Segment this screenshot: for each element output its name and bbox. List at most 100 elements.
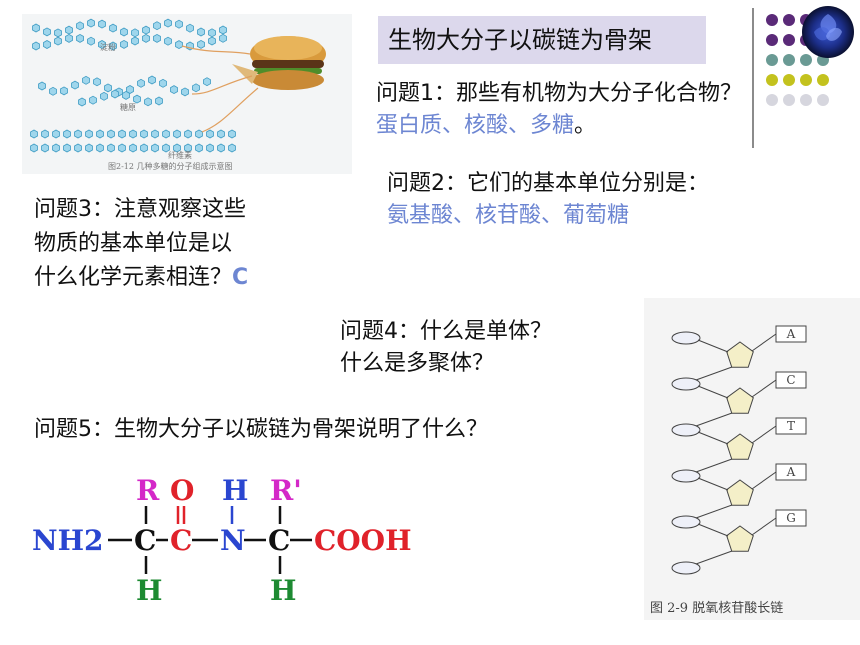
dipeptide-formula: R O H R' NH2 C C N C COOH H H [32,474,412,607]
backbone-bond [697,477,729,491]
phosphate-group [671,423,701,437]
sugar-ring [30,143,38,153]
sugar-ring [120,39,128,49]
sugar-ring [98,40,106,49]
decor-dot [766,74,778,86]
sugar-ring [93,77,101,87]
sugar-ring [85,143,93,153]
sugar-ring [228,143,236,153]
sugar-ring [184,143,192,153]
answer-1: 蛋白质、核酸、多糖 [376,113,575,138]
base-letter: A [786,465,796,479]
backbone-bond [695,504,733,519]
sugar-ring [85,129,93,139]
question-3-line-3-row: 什么化学元素相连？C [34,262,248,293]
backbone-bond [697,431,729,445]
sugar-ring [181,87,189,97]
backbone-bond [697,523,729,537]
decor-dot [783,94,795,106]
base-letter: C [786,373,795,387]
sugar-ring [32,41,40,51]
polysaccharide-figure: 淀粉 糖原 纤维素 图2-12 几种多糖的分子组成示意图 [22,14,352,174]
sugar-ring [60,86,68,96]
sugar-ring [162,143,170,153]
sugar-ring [173,129,181,139]
base-letter: T [787,419,795,433]
sugar-ring [82,75,90,85]
label-starch: 淀粉 [100,42,116,52]
sugar-ring [65,25,73,35]
glycosidic-bond [751,379,777,398]
glycosidic-bond [751,425,777,444]
sugar-ring [144,97,152,107]
r-prime-group: R' [270,474,302,507]
alpha-hydrogen-1: H [136,574,162,607]
sugar-ring [104,83,112,93]
polysaccharide-caption: 图2-12 几种多糖的分子组成示意图 [108,161,233,171]
sugar-ring [118,143,126,153]
alpha-carbon-2: C [268,524,290,557]
decor-dot [766,34,778,46]
answer-2: 氨基酸、核苷酸、葡萄糖 [387,203,630,228]
sugar-ring [122,90,130,100]
sugar-ring [43,27,51,37]
decor-dot [766,14,778,26]
deoxyribose-sugar [726,341,754,368]
sugar-ring [100,91,108,101]
nitrogenous-base [775,463,807,481]
base-letter: G [786,511,796,525]
alpha-hydrogen-2: H [270,574,296,607]
carbonyl-carbon: C [170,524,192,557]
alpha-carbon-1: C [134,524,156,557]
sugar-ring [71,80,79,90]
sugar-ring [192,83,200,93]
glycosidic-bond [751,471,777,490]
nitrogenous-base [775,371,807,389]
sugar-ring [89,95,97,105]
sugar-ring [54,36,62,46]
backbone-bond [697,339,729,353]
sugar-ring [197,27,205,37]
slide-title: 生物大分子以碳链为骨架 [378,16,706,64]
question-3-line-3: 什么化学元素相连？ [34,265,233,290]
sugar-ring [133,94,141,104]
label-cellulose: 纤维素 [168,150,192,160]
sugar-ring [195,129,203,139]
backbone-bond [695,366,733,381]
answer-1-period: 。 [574,113,597,138]
decor-dot [817,94,829,106]
sugar-ring [208,36,216,46]
sugar-ring [41,143,49,153]
sugar-ring [52,143,60,153]
sugar-ring [98,19,106,29]
r-group: R [136,474,160,507]
sugar-ring [63,143,71,153]
sugar-ring [153,33,161,43]
sugar-ring [65,33,73,43]
sugar-ring [206,129,214,139]
sugar-ring [32,23,40,33]
backbone-bond [695,412,733,427]
backbone-bond [695,550,733,565]
sugar-ring [54,28,62,38]
sugar-ring [175,19,183,29]
deoxyribose-sugar [726,479,754,506]
sugar-ring [155,96,163,106]
polysaccharide-chains [30,18,236,153]
sugar-ring [184,129,192,139]
decor-dot [800,54,812,66]
sugar-ring [159,78,167,88]
sugar-ring [120,27,128,37]
sugar-ring [43,40,51,49]
sugar-ring [78,97,86,107]
sugar-ring [153,21,161,31]
sugar-ring [49,86,57,96]
sugar-ring [217,129,225,139]
phosphate-group [671,469,701,483]
sugar-ring [140,143,148,153]
decor-dot [800,94,812,106]
decor-dot [766,94,778,106]
sugar-ring [203,77,211,87]
